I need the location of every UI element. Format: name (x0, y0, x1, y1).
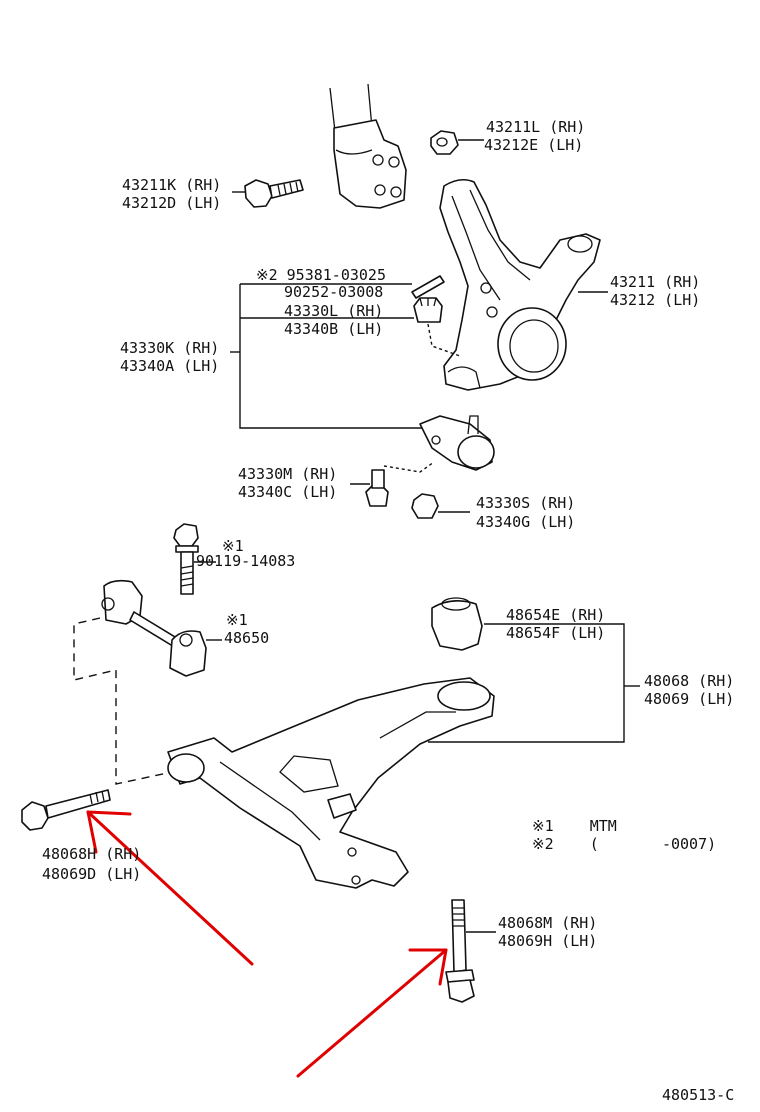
bracket-43330k (239, 284, 424, 429)
label-43212d: 43212D (LH) (122, 194, 221, 212)
nut-43211l-icon (430, 130, 459, 155)
label-95381: ※2 95381-03025 (256, 266, 386, 284)
label-43340a: 43340A (LH) (120, 357, 219, 375)
dashed-assembly-line (73, 617, 173, 785)
label-43330s: 43330S (RH) (476, 494, 575, 512)
bolt-48068h-icon (21, 789, 111, 831)
label-43211: 43211 (RH) (610, 273, 700, 291)
ball-joint-icon (419, 415, 495, 471)
label-48069d: 48069D (LH) (42, 865, 141, 883)
label-43212: 43212 (LH) (610, 291, 700, 309)
dotted-path-nut-to-knuckle (427, 323, 461, 357)
red-arrow-right (296, 948, 448, 1078)
label-note1-link: ※1 (226, 611, 248, 629)
legend-note2: ※2 ( -0007) (532, 835, 716, 853)
label-43330l: 43330L (RH) (284, 302, 383, 320)
label-43340g: 43340G (LH) (476, 513, 575, 531)
strut-assembly (329, 83, 407, 209)
bolt-48068m-icon (445, 899, 475, 1003)
cotter-pin-icon (411, 275, 445, 299)
steering-knuckle (439, 178, 601, 391)
label-43330k: 43330K (RH) (120, 339, 219, 357)
label-48654e: 48654E (RH) (506, 606, 605, 624)
label-48654f: 48654F (LH) (506, 624, 605, 642)
stabilizer-link-48650 (101, 579, 207, 677)
label-90119: 90119-14083 (196, 552, 295, 570)
label-48068m: 48068M (RH) (498, 914, 597, 932)
bracket-48068 (428, 623, 625, 743)
lower-control-arm (167, 677, 495, 889)
bolt-43211k-icon (244, 179, 304, 208)
label-note1-bolt: ※1 (222, 537, 244, 555)
label-43211l: 43211L (RH) (486, 118, 585, 136)
label-48650: 48650 (224, 629, 269, 647)
dotted-path-bolt-to-joint (383, 461, 435, 473)
label-43212e: 43212E (LH) (484, 136, 583, 154)
red-arrow-left (86, 810, 254, 966)
label-48069h: 48069H (LH) (498, 932, 597, 950)
label-43330m: 43330M (RH) (238, 465, 337, 483)
legend-note1: ※1 MTM (532, 817, 617, 835)
castle-nut-43330l-icon (413, 297, 443, 323)
label-48069: 48069 (LH) (644, 690, 734, 708)
label-43211k: 43211K (RH) (122, 176, 221, 194)
label-48068: 48068 (RH) (644, 672, 734, 690)
label-43340c: 43340C (LH) (238, 483, 337, 501)
label-90252: 90252-03008 (284, 283, 383, 301)
label-43340b: 43340B (LH) (284, 320, 383, 338)
diagram-id: 480513-C (662, 1086, 734, 1104)
label-48068h: 48068H (RH) (42, 845, 141, 863)
bolt-43330m-icon (365, 469, 389, 507)
nut-43330s-icon (411, 493, 439, 519)
bolt-90119-icon (173, 523, 199, 595)
bushing-48654e-icon (431, 597, 483, 651)
